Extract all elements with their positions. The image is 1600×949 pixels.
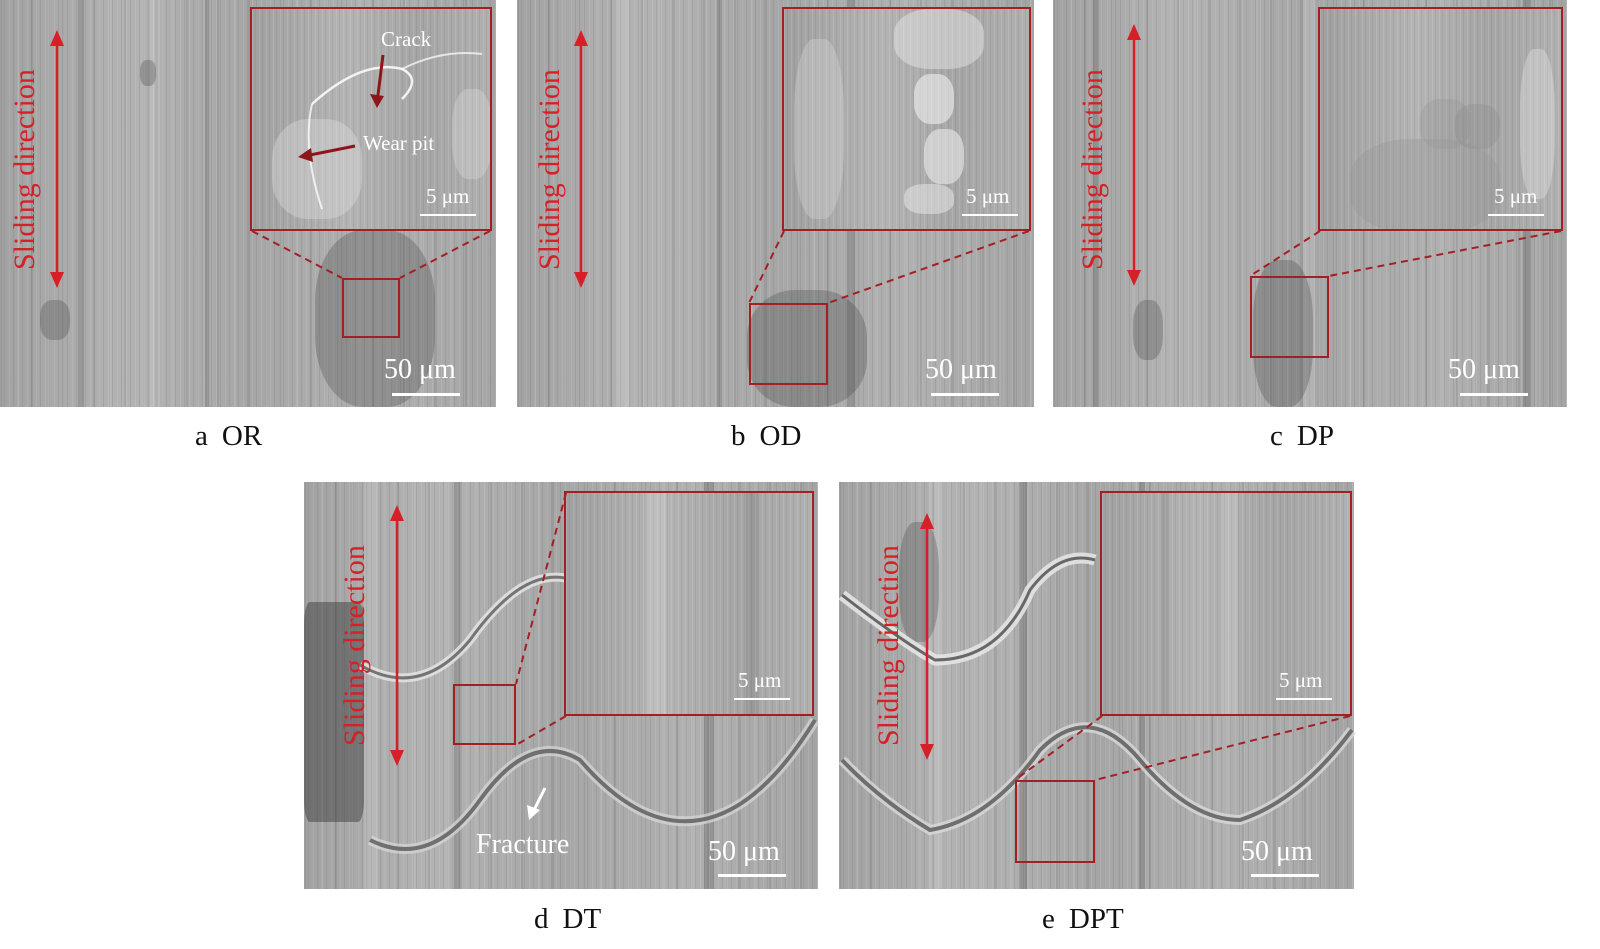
zoom-box-c xyxy=(1250,276,1329,358)
main-scale-label-b: 50 μm xyxy=(925,354,997,385)
inset-scale-label-e: 5 μm xyxy=(1279,668,1323,692)
main-scale-bar-d xyxy=(718,874,786,877)
zoom-box-b xyxy=(749,303,828,385)
zoom-box-d xyxy=(453,684,516,745)
inset-scale-bar-d xyxy=(734,698,790,700)
inset-image-a xyxy=(250,7,492,231)
main-scale-bar-c xyxy=(1460,393,1528,396)
main-scale-bar-b xyxy=(931,393,999,396)
main-scale-label-a: 50 μm xyxy=(384,354,456,385)
inset-image-e xyxy=(1100,491,1352,716)
zoom-box-a xyxy=(342,278,400,338)
inset-image-c xyxy=(1318,7,1563,231)
inset-image-d xyxy=(564,491,814,716)
inset-scale-bar-e xyxy=(1276,698,1332,700)
inset-scale-label-b: 5 μm xyxy=(966,184,1010,208)
main-scale-label-c: 50 μm xyxy=(1448,354,1520,385)
sliding-direction-label-d: Sliding direction xyxy=(338,545,371,746)
inset-scale-label-d: 5 μm xyxy=(738,668,782,692)
wear-pit-annotation: Wear pit xyxy=(363,131,435,155)
main-scale-label-d: 50 μm xyxy=(708,836,780,867)
crack-annotation: Crack xyxy=(381,27,432,51)
fracture-annotation: Fracture xyxy=(476,829,570,860)
inset-scale-bar-c xyxy=(1488,214,1544,216)
inset-scale-label-c: 5 μm xyxy=(1494,184,1538,208)
sliding-direction-label-a: Sliding direction xyxy=(8,69,41,270)
main-scale-label-e: 50 μm xyxy=(1241,836,1313,867)
inset-scale-label-a: 5 μm xyxy=(426,184,470,208)
sliding-direction-label-e: Sliding direction xyxy=(872,545,905,746)
main-scale-bar-e xyxy=(1251,874,1319,877)
inset-scale-bar-a xyxy=(420,214,476,216)
main-scale-bar-a xyxy=(392,393,460,396)
sliding-direction-label-c: Sliding direction xyxy=(1076,69,1109,270)
sliding-direction-label-b: Sliding direction xyxy=(533,69,566,270)
inset-image-b xyxy=(782,7,1031,231)
inset-scale-bar-b xyxy=(962,214,1018,216)
zoom-box-e xyxy=(1015,780,1095,863)
